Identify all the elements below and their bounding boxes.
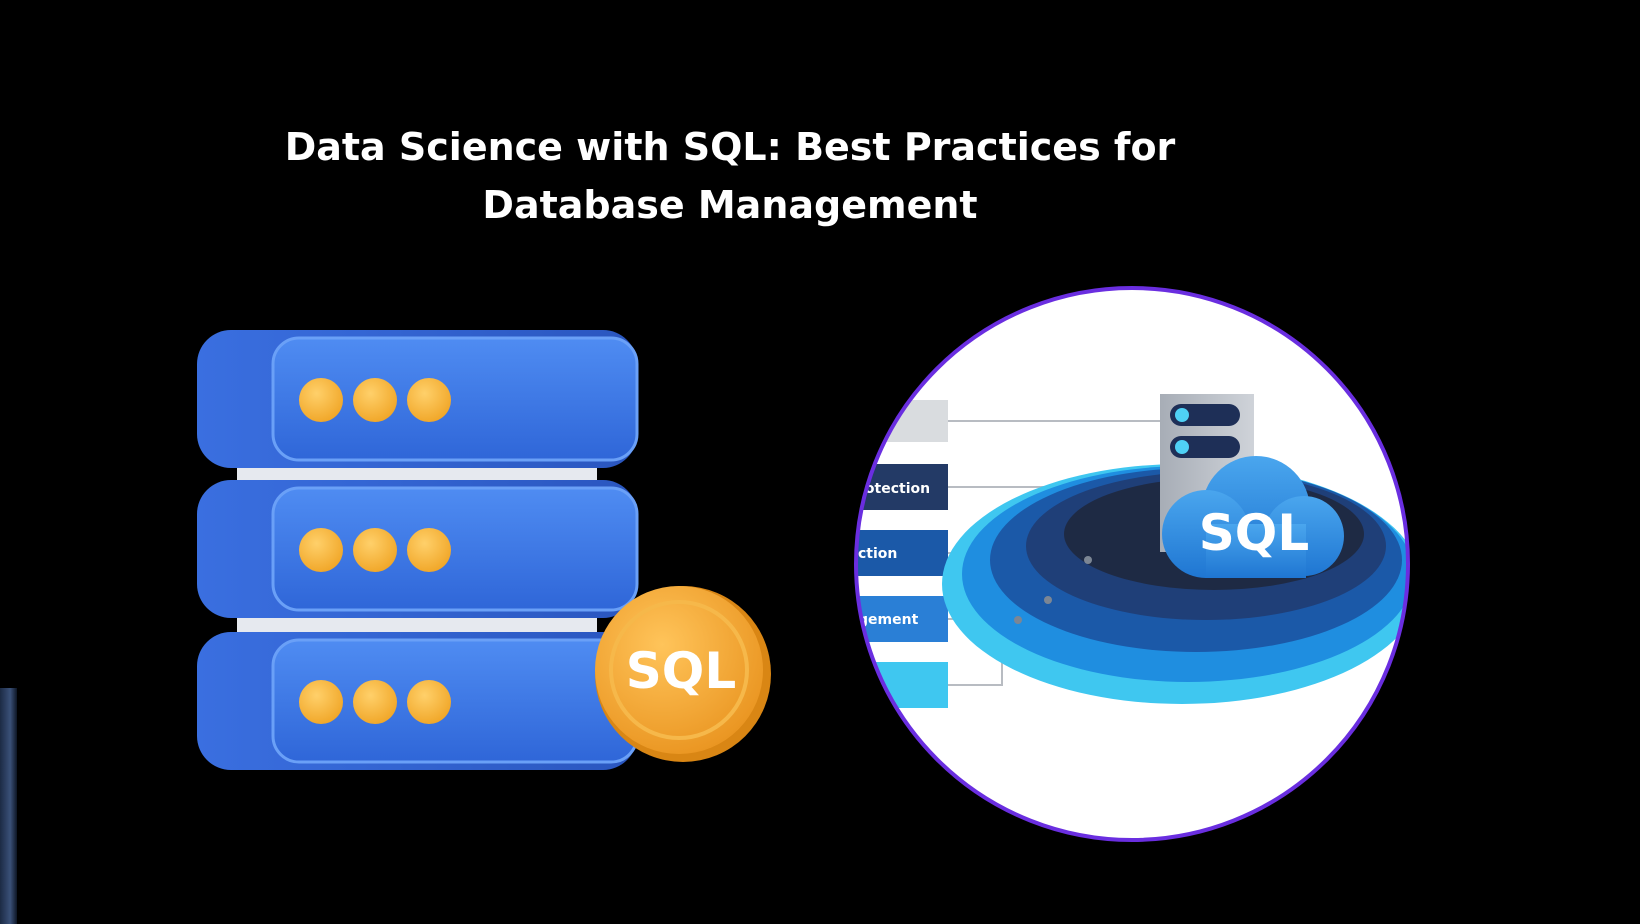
diagram-bar [856,400,948,442]
indicator-dot [353,378,397,422]
connector-dot [1084,556,1092,564]
sql-cloud-icon: SQL [1162,456,1344,578]
diagram-bar-label: ction [858,546,897,562]
server-unit [197,632,639,770]
connector-dot [1044,596,1052,604]
diagram-bar-label: rotection [858,481,930,497]
page-title: Data Science with SQL: Best Practices fo… [270,118,1190,234]
diagram-bar [856,530,948,576]
title-line-2: Database Management [482,183,978,227]
indicator-dot [299,528,343,572]
server-unit [197,480,639,618]
indicator-dot [299,680,343,724]
indicator-dot [407,378,451,422]
indicator-dot [407,528,451,572]
circle-border [854,286,1410,842]
sql-diagram-circle: rotection ction gement [854,286,1410,842]
server-unit [197,330,639,468]
indicator-dot [353,528,397,572]
edge-image-fragment [0,688,17,924]
diagram-bar [856,596,948,642]
diagram-bar-label: gement [858,612,919,628]
indicator-dot [353,680,397,724]
sql-cloud-label: SQL [1199,504,1309,562]
server-stack-icon: SQL [197,330,771,770]
indicator-dot [299,378,343,422]
sql-coin-icon: SQL [595,586,771,762]
sql-coin-label: SQL [626,642,736,700]
title-line-1: Data Science with SQL: Best Practices fo… [284,125,1176,169]
connector-dot [1014,616,1022,624]
indicator-dot [407,680,451,724]
diagram-bar [856,662,948,708]
